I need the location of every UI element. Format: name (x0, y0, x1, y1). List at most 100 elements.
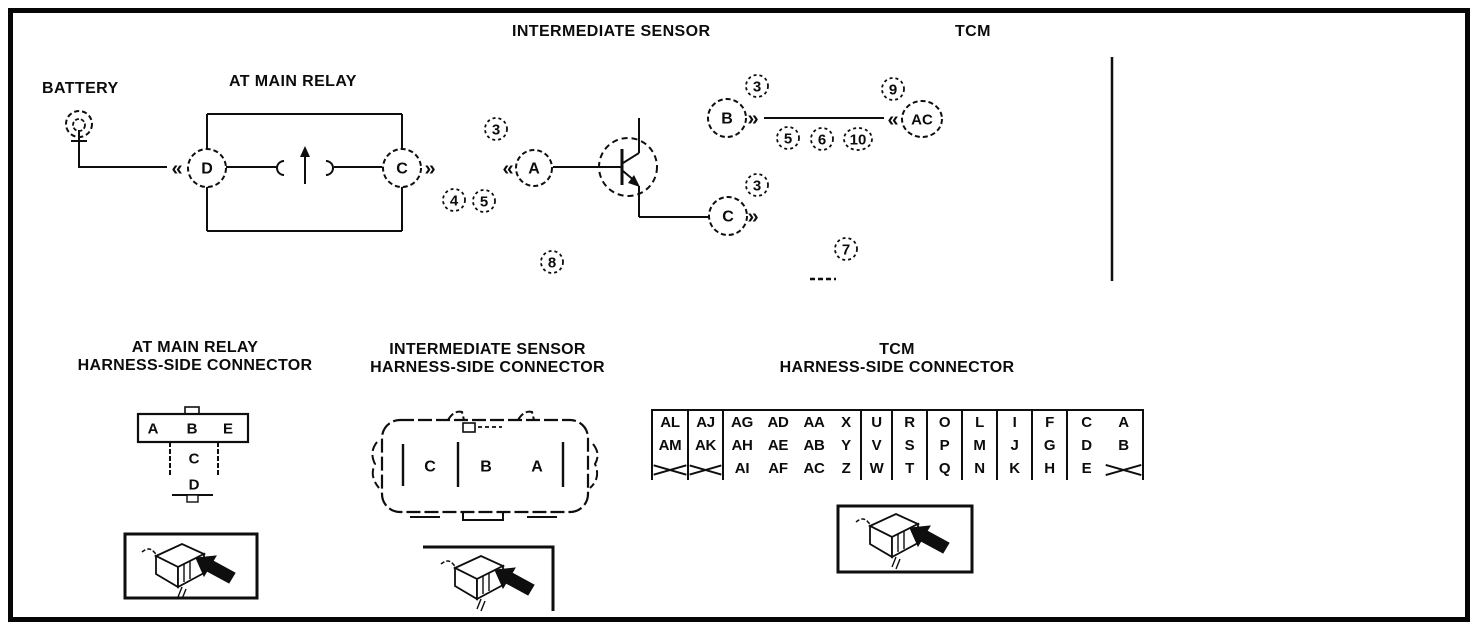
tcm-pin-cell: AH (731, 437, 753, 454)
label-battery: BATTERY (42, 80, 119, 97)
tcm-pin-cell: X (841, 414, 851, 431)
callout-9: 9 (881, 77, 905, 101)
callout-10: 10 (843, 127, 873, 151)
terminal-sensor-a: A (515, 149, 553, 187)
svg-text:7: 7 (842, 242, 850, 259)
sensor-harness-connector-drawing: C B A (371, 410, 599, 521)
tcm-pin-cell: Z (841, 460, 851, 477)
sensor-connector-title-line1: INTERMEDIATE SENSOR (389, 341, 586, 358)
callout-3-b: 3 (745, 74, 769, 98)
tcm-pin-column: AJ AK (689, 411, 722, 480)
tcm-pin-cell: F (1045, 414, 1054, 431)
tcm-pin-cell: O (938, 414, 951, 431)
callout-3-a: 3 (484, 117, 508, 141)
tcm-connector-title-line2: HARNESS-SIDE CONNECTOR (779, 359, 1015, 376)
tcm-pin-cell: Y (841, 437, 851, 454)
svg-text:B: B (721, 111, 733, 128)
svg-text:3: 3 (492, 122, 500, 139)
male-terminal-icon: » (424, 158, 435, 180)
svg-text:10: 10 (850, 132, 867, 149)
relay-harness-connector-drawing: A B E C D (136, 406, 250, 503)
relay-switch-arrow-icon (300, 146, 310, 184)
svg-text:4: 4 (450, 193, 459, 210)
diagram-border (8, 8, 1470, 622)
tcm-pin-cell: Q (938, 460, 951, 477)
tcm-pin-cell: AB (803, 437, 825, 454)
tcm-connector-title-line1: TCM (879, 341, 915, 358)
callout-4: 4 (442, 188, 466, 212)
callout-6: 6 (810, 127, 834, 151)
label-intermediate-sensor: INTERMEDIATE SENSOR (512, 23, 711, 40)
callout-5-a: 5 (472, 189, 496, 213)
terminal-relay-c-label: C (396, 161, 408, 178)
relay-connector-title: AT MAIN RELAY HARNESS-SIDE CONNECTOR (60, 339, 330, 375)
tcm-pin-cell: G (1043, 437, 1056, 454)
callout-8: 8 (540, 250, 564, 274)
tcm-pin-cell: R (904, 414, 915, 431)
sensor-connector-photo-box (423, 545, 555, 612)
terminal-relay-c: C (382, 148, 422, 188)
tcm-pin-cell: AG (731, 414, 753, 431)
tcm-pin-cell: AC (803, 460, 825, 477)
tcm-pin-cell: AI (734, 460, 750, 477)
sensor-connector-title-line2: HARNESS-SIDE CONNECTOR (370, 359, 605, 376)
svg-text:AC: AC (911, 112, 933, 129)
callout-3-c: 3 (745, 173, 769, 197)
relay-pin-b: B (187, 421, 198, 438)
male-terminal-icon: » (747, 206, 758, 228)
tcm-pin-cell: AF (768, 460, 788, 477)
callout-5-b: 5 (776, 126, 800, 150)
tcm-pin-cell: S (904, 437, 915, 454)
tcm-pin-cell: AD (767, 414, 789, 431)
tcm-pin-column: AG AH AI (724, 411, 760, 480)
tcm-pin-cell: B (1118, 437, 1129, 454)
svg-text:5: 5 (480, 194, 488, 211)
relay-connector-title-line2: HARNESS-SIDE CONNECTOR (77, 357, 313, 374)
at-main-relay-box (206, 113, 403, 232)
tcm-pin-cell: T (905, 460, 914, 477)
transistor-symbol (553, 118, 709, 218)
relay-contact-left (276, 160, 285, 176)
relay-contact-right (325, 160, 334, 176)
tcm-pin-cell: V (871, 437, 882, 454)
tcm-pin-cell: AK (694, 437, 717, 454)
tcm-pin-cell: D (1081, 437, 1092, 454)
tcm-connector-photo-box (836, 504, 974, 574)
female-terminal-icon: « (502, 158, 513, 180)
label-tcm: TCM (955, 23, 991, 40)
tcm-pin-cell: AJ (696, 414, 715, 431)
tcm-pin-cell: AL (660, 414, 680, 431)
svg-text:C: C (722, 209, 734, 226)
tcm-pin-cell: H (1044, 460, 1055, 477)
tcm-pin-cell: N (974, 460, 985, 477)
relay-connector-title-line1: AT MAIN RELAY (131, 339, 259, 356)
tcm-pin-cell: K (1009, 460, 1020, 477)
svg-text:9: 9 (889, 82, 897, 99)
tcm-pin-cell: E (1081, 460, 1092, 477)
tcm-connector-title: TCM HARNESS-SIDE CONNECTOR (767, 341, 1027, 377)
sensor-pin-b: B (480, 459, 492, 476)
tcm-pin-cell: A (1118, 414, 1129, 431)
sensor-pin-a: A (531, 459, 543, 476)
sensor-connector-title: INTERMEDIATE SENSOR HARNESS-SIDE CONNECT… (355, 341, 620, 377)
female-terminal-icon: « (887, 109, 898, 131)
tcm-pin-cell: C (1081, 414, 1092, 431)
tcm-pin-cell: J (1010, 437, 1019, 454)
female-terminal-icon: « (171, 158, 182, 180)
